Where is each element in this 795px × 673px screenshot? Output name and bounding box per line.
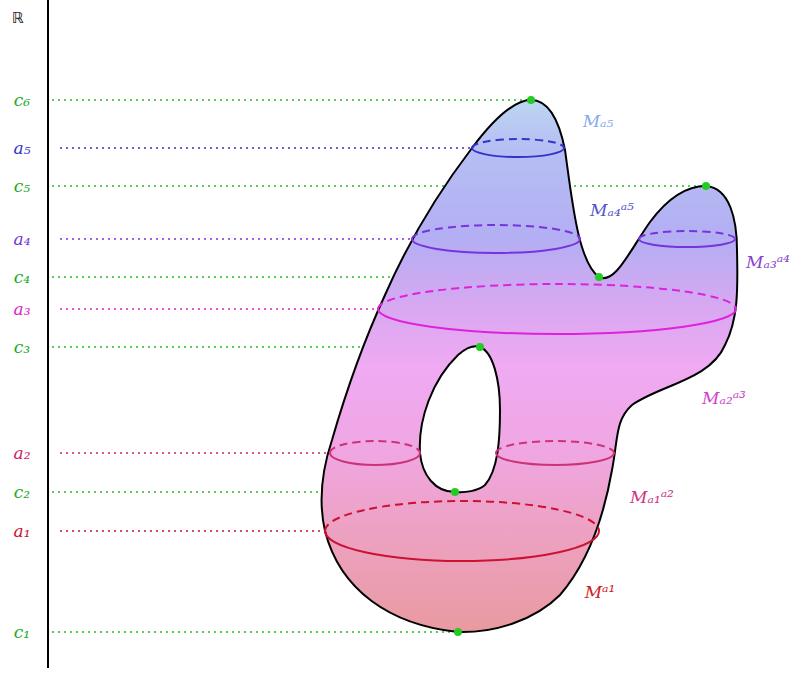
- axis: [47, 0, 49, 668]
- critical-value: c₁: [14, 624, 30, 641]
- regular-value: a₅: [14, 140, 31, 157]
- region-label: Mₐ₄ᵃ⁵: [590, 202, 634, 219]
- regular-value: a₁: [14, 523, 31, 540]
- axis-label: ℝ: [12, 11, 24, 26]
- region-label: Mₐ₃ᵃ⁴: [746, 254, 790, 271]
- region-label: Mₐ₂ᵃ³: [702, 390, 746, 407]
- critical-value: c₅: [14, 178, 30, 195]
- level-sets: [325, 139, 736, 561]
- critical-value: c₄: [14, 269, 30, 286]
- region-label: Mₐ₅: [583, 113, 614, 130]
- region-label: Mᵃ¹: [585, 584, 616, 601]
- critical-value: c₆: [14, 92, 30, 109]
- regular-value: a₄: [14, 231, 31, 248]
- surface-outline: [321, 100, 737, 632]
- regular-value: a₃: [14, 301, 31, 318]
- critical-value: c₃: [14, 339, 30, 356]
- regular-value: a₂: [14, 445, 31, 462]
- critical-value: c₂: [14, 484, 30, 501]
- region-label: Mₐ₁ᵃ²: [630, 489, 674, 506]
- critical-points: [451, 96, 710, 636]
